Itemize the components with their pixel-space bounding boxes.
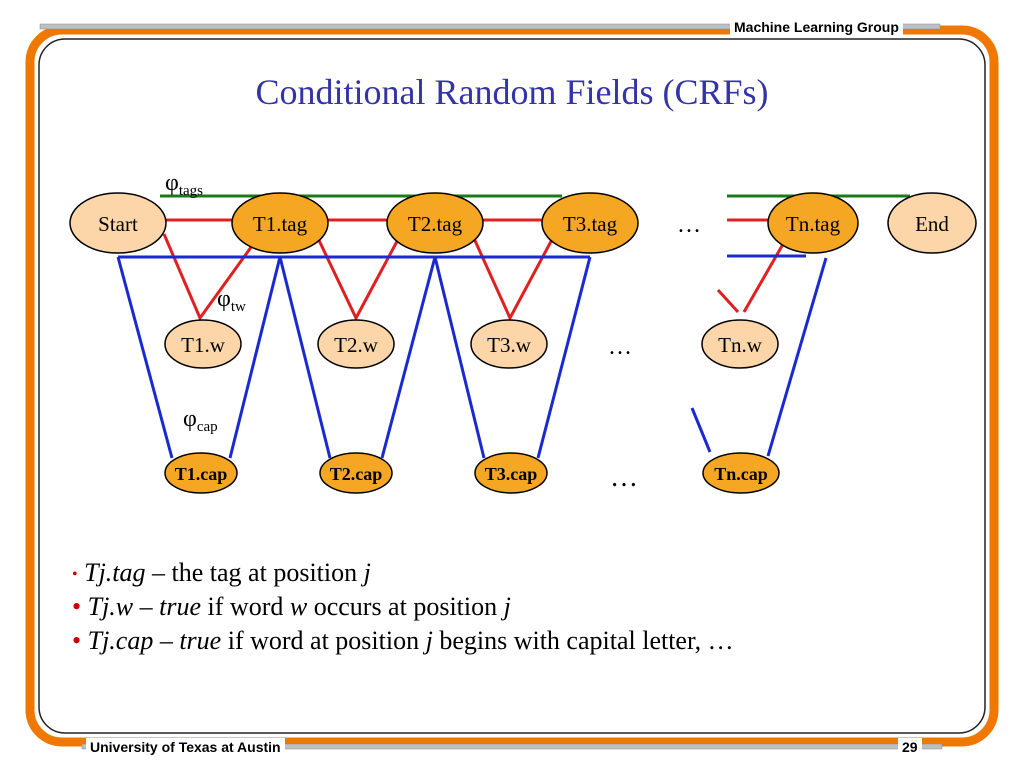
frame-inner (38, 38, 986, 734)
node-t1-tag-label: T1.tag (253, 212, 308, 236)
phi-tw-label: φtw (217, 286, 246, 315)
bullet-text: if word (201, 592, 290, 621)
node-t1-w-label: T1.w (181, 333, 226, 357)
diagram-edges (116, 194, 910, 459)
bullet-var: j (503, 592, 511, 621)
node-start: Start (69, 192, 167, 254)
node-tn-tag: Tn.tag (767, 192, 859, 254)
header-rule (39, 23, 941, 30)
phi-cap-label: φcap (183, 406, 218, 435)
diagram-labels: φtags φtw φcap … … … (165, 170, 701, 493)
edge-blue (380, 256, 486, 459)
node-start-label: Start (98, 212, 138, 236)
node-t2-cap-label: T2.cap (330, 464, 383, 484)
bullet-var: j (363, 558, 371, 587)
bullet-var: w (289, 592, 308, 621)
phi-tags-label: φtags (165, 170, 203, 199)
node-t1-w: T1.w (164, 319, 242, 369)
edge-blue-n (766, 257, 828, 457)
bullet-var: j (425, 626, 433, 655)
header-group-label: Machine Learning Group (730, 18, 903, 36)
edge-red-tw-3 (470, 231, 558, 322)
footer-page-number: 29 (898, 738, 922, 756)
bullet-item-tag: • Tj.tag – the tag at position j (72, 556, 734, 590)
bullet-list: • Tj.tag – the tag at position j • Tj.w … (72, 556, 734, 658)
bullet-text: – the tag at position (145, 558, 364, 587)
bullet-text: begins with capital letter, … (432, 626, 734, 655)
bullet-term: Tj.w – true (87, 592, 202, 621)
edge-red-tw-2 (314, 231, 404, 322)
node-t3-tag-label: T3.tag (563, 212, 618, 236)
node-t3-w: T3.w (470, 319, 548, 369)
node-t3-cap: T3.cap (474, 452, 548, 494)
bullet-term: Tj.cap – true (87, 626, 222, 655)
frame-outer (25, 25, 999, 747)
edge-red-tw-1 (162, 231, 264, 322)
ellipsis-tags: … (677, 212, 701, 238)
node-t2-w: T2.w (317, 319, 395, 369)
ellipsis-caps: … (610, 462, 638, 493)
slide-title: Conditional Random Fields (CRFs) (255, 72, 769, 112)
edge-blue (116, 256, 174, 459)
bullet-item-word: • Tj.w – true if word w occurs at positi… (72, 590, 734, 624)
node-t2-w-label: T2.w (334, 333, 379, 357)
node-t1-cap-label: T1.cap (175, 464, 228, 484)
node-t3-cap-label: T3.cap (485, 464, 538, 484)
red-dot-icon: • (72, 626, 82, 655)
node-t1-cap: T1.cap (164, 452, 238, 494)
node-tn-cap-label: Tn.cap (714, 464, 768, 484)
bullet-term: Tj.tag (84, 558, 146, 587)
node-end: End (887, 192, 977, 254)
node-tn-w: Tn.w (701, 319, 779, 369)
bullet-text: occurs at position (307, 592, 504, 621)
slide-frame (25, 23, 999, 750)
node-tn-tag-label: Tn.tag (786, 212, 841, 236)
edge-red-tw-n (716, 288, 740, 314)
bullet-text: if word at position (221, 626, 426, 655)
node-t3-w-label: T3.w (487, 333, 532, 357)
footer-university-label: University of Texas at Austin (86, 738, 285, 756)
node-end-label: End (915, 212, 949, 236)
edge-blue-n (690, 407, 712, 453)
node-t2-tag: T2.tag (386, 192, 484, 254)
node-t1-tag: T1.tag (231, 192, 329, 254)
red-dot-icon: • (72, 566, 78, 584)
red-dot-icon: • (72, 592, 82, 621)
edge-blue (536, 256, 592, 459)
node-tn-cap: Tn.cap (702, 452, 780, 494)
edge-blue (228, 256, 332, 459)
node-tn-w-label: Tn.w (718, 333, 763, 357)
footer-rule (81, 743, 943, 750)
node-t2-tag-label: T2.tag (408, 212, 463, 236)
node-t3-tag: T3.tag (541, 192, 639, 254)
ellipsis-words: … (608, 334, 632, 360)
node-t2-cap: T2.cap (319, 452, 393, 494)
diagram-nodes: Start T1.tag T2.tag T3.tag Tn.tag End (69, 192, 977, 494)
bullet-item-cap: • Tj.cap – true if word at position j be… (72, 624, 734, 658)
